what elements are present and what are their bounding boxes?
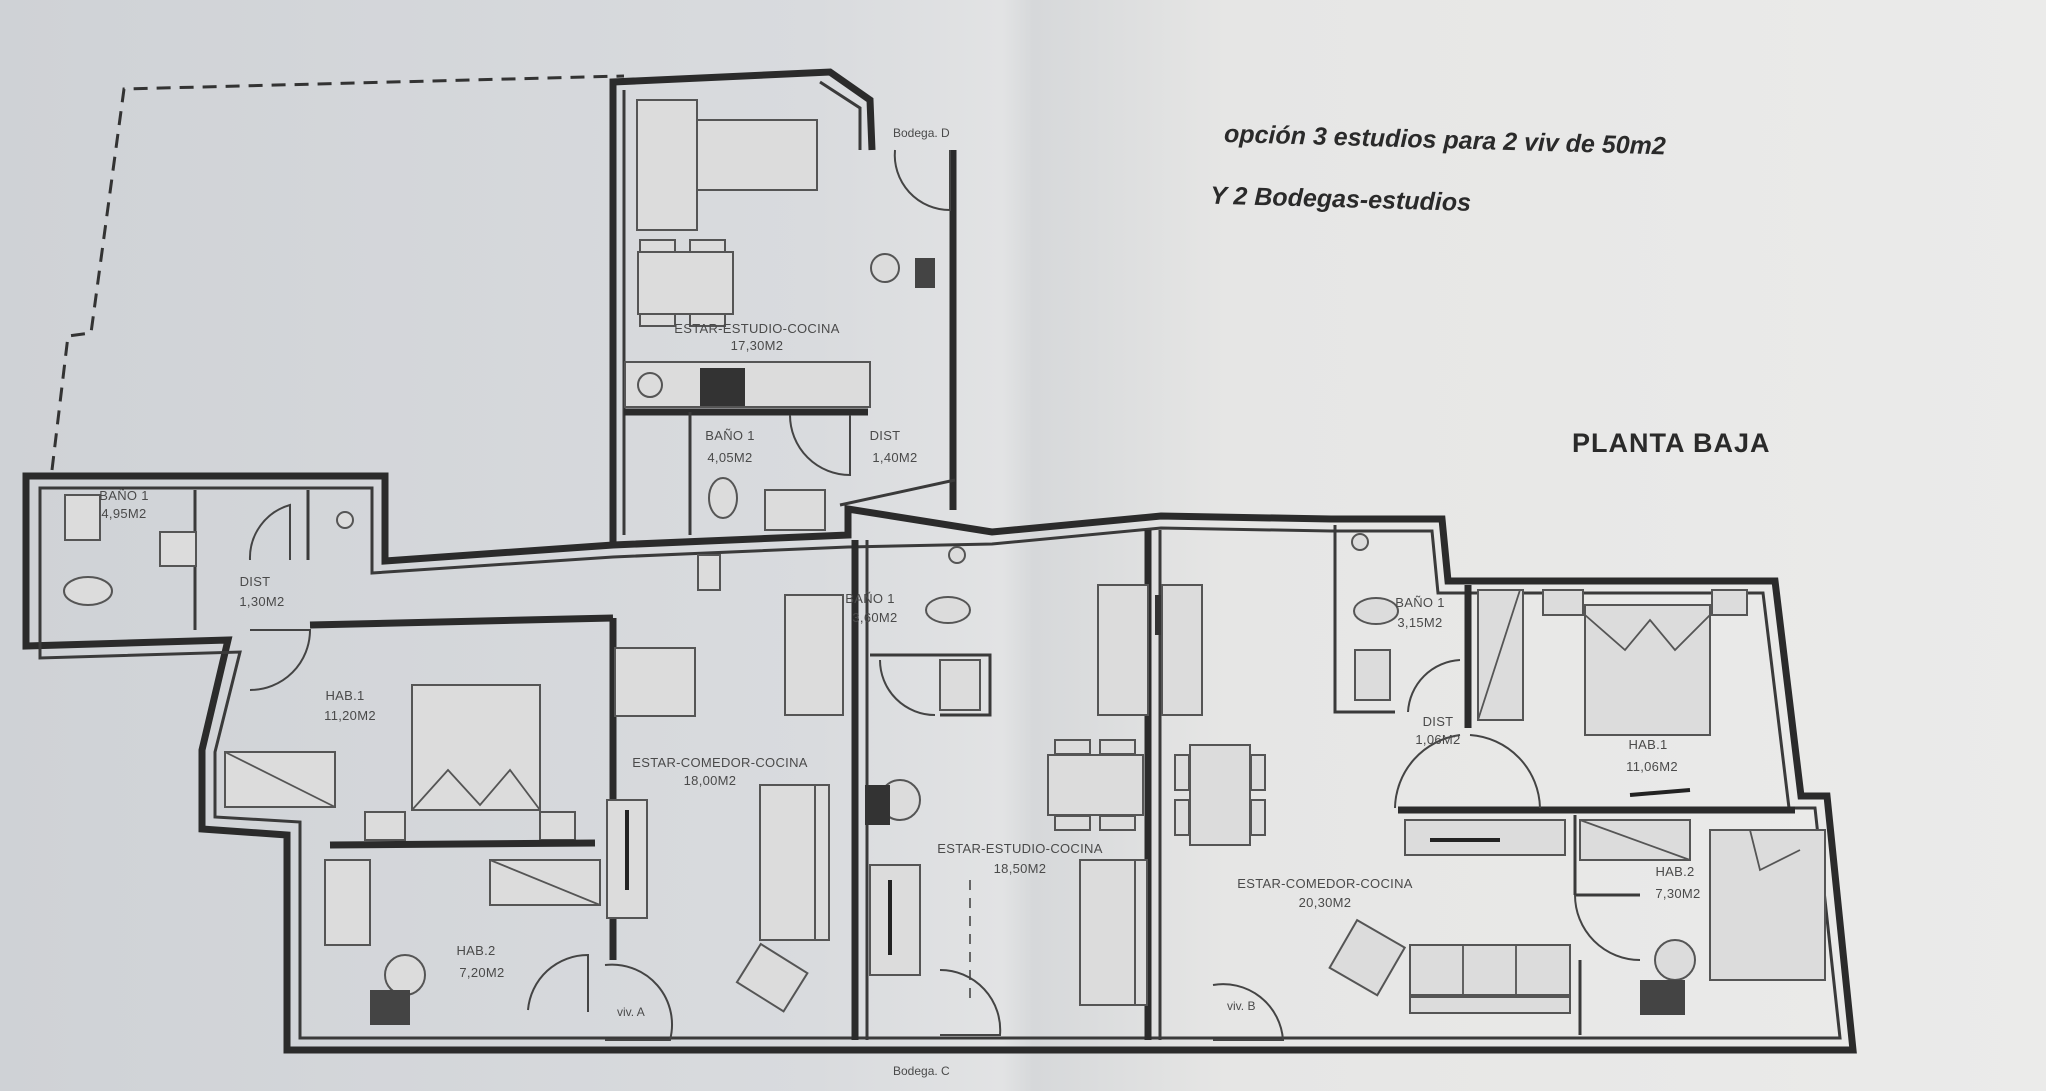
viv-a-unit: BAÑO 1 4,95M2 DIST 1,30M2 HAB.1 11,20M2 …	[63, 488, 844, 1041]
desk-chair	[384, 954, 426, 996]
toilet-icon	[708, 477, 738, 519]
kitchen-counter	[624, 361, 871, 408]
room-area: 4,05M2	[707, 450, 752, 465]
wardrobe	[1477, 589, 1524, 721]
room-area: 7,20M2	[459, 965, 504, 980]
entry-label-viv-b: viv. B	[1227, 999, 1255, 1013]
toilet-icon	[63, 576, 113, 606]
room-name: ESTAR-COMEDOR-COCINA	[632, 755, 808, 770]
room-area: 3,15M2	[1397, 615, 1442, 630]
room-area: 1,40M2	[872, 450, 917, 465]
sofa	[759, 784, 816, 941]
room-area: 11,06M2	[1626, 759, 1678, 774]
dining-table	[614, 647, 696, 717]
room-name: BAÑO 1	[845, 591, 894, 606]
room-name: DIST	[1423, 714, 1454, 729]
shower-icon	[1354, 649, 1391, 701]
room-area: 3,60M2	[852, 610, 897, 625]
room-area: 1,06M2	[1415, 732, 1460, 747]
table	[1047, 754, 1144, 816]
sofa	[1409, 944, 1571, 996]
plan-title-line1: opción 3 estudios para 2 viv de 50m2	[1224, 120, 1667, 160]
room-name: DIST	[240, 574, 271, 589]
desk-chair	[870, 253, 900, 283]
room-name: DIST	[870, 428, 901, 443]
main-building-outline	[22, 472, 1857, 1054]
room-area: 7,30M2	[1655, 886, 1700, 901]
bodega-d-label: Bodega. D	[893, 126, 950, 140]
entry-label-viv-a: viv. A	[617, 1005, 645, 1019]
patio-boundary	[50, 74, 625, 471]
room-name: BAÑO 1	[1395, 595, 1444, 610]
bodega-c-label: Bodega. C	[893, 1064, 950, 1078]
entry-door-viv-b[interactable]	[1212, 983, 1285, 1041]
room-area: 18,00M2	[684, 773, 737, 788]
room-name: BAÑO 1	[705, 428, 754, 443]
room-name: HAB.2	[1655, 864, 1694, 879]
sink-icon	[764, 489, 826, 531]
room-name: HAB.2	[456, 943, 495, 958]
room-area: 18,50M2	[994, 861, 1047, 876]
room-name: HAB.1	[1628, 737, 1667, 752]
sofa	[636, 99, 698, 231]
room-name: HAB.1	[325, 688, 364, 703]
shower-icon	[64, 494, 101, 541]
room-name: ESTAR-ESTUDIO-COCINA	[937, 841, 1102, 856]
room-name: BAÑO 1	[99, 488, 148, 503]
door[interactable]	[939, 968, 1002, 1036]
dining-table	[637, 251, 734, 315]
room-name: ESTAR-COMEDOR-COCINA	[1237, 876, 1413, 891]
door[interactable]	[248, 503, 291, 561]
sofa	[1079, 859, 1136, 1006]
double-bed	[1584, 604, 1711, 736]
room-area: 1,30M2	[239, 594, 284, 609]
single-bed	[1709, 829, 1826, 981]
desk-chair	[1654, 939, 1696, 981]
armchair	[1328, 918, 1407, 997]
door[interactable]	[789, 414, 851, 477]
bodega-c-unit: BAÑO 1 3,60M2 ESTAR-ESTUDIO-COCINA 18,50…	[845, 530, 1162, 1078]
room-area: 17,30M2	[731, 338, 784, 353]
room-name: ESTAR-ESTUDIO-COCINA	[674, 321, 839, 336]
toilet-icon	[925, 596, 971, 624]
room-area: 20,30M2	[1299, 895, 1352, 910]
entry-door-viv-a[interactable]	[527, 953, 589, 1012]
bodega-d-unit: ESTAR-ESTUDIO-COCINA 17,30M2 BAÑO 1 4,05…	[609, 68, 957, 542]
room-area: 11,20M2	[324, 708, 376, 723]
cooktop-icon	[700, 368, 745, 406]
viv-b-unit: BAÑO 1 3,15M2 DIST 1,06M2 HAB.1 11,06M2 …	[1155, 525, 1826, 1041]
room-area: 4,95M2	[101, 506, 146, 521]
armchair	[735, 942, 809, 1013]
sink-icon	[939, 659, 981, 711]
double-bed	[411, 684, 541, 811]
toilet-icon	[1353, 597, 1399, 625]
plan-title-line2: Y 2 Bodegas-estudios	[1210, 182, 1471, 217]
dining-table	[1189, 744, 1251, 846]
plan-name: PLANTA BAJA	[1572, 428, 1771, 458]
